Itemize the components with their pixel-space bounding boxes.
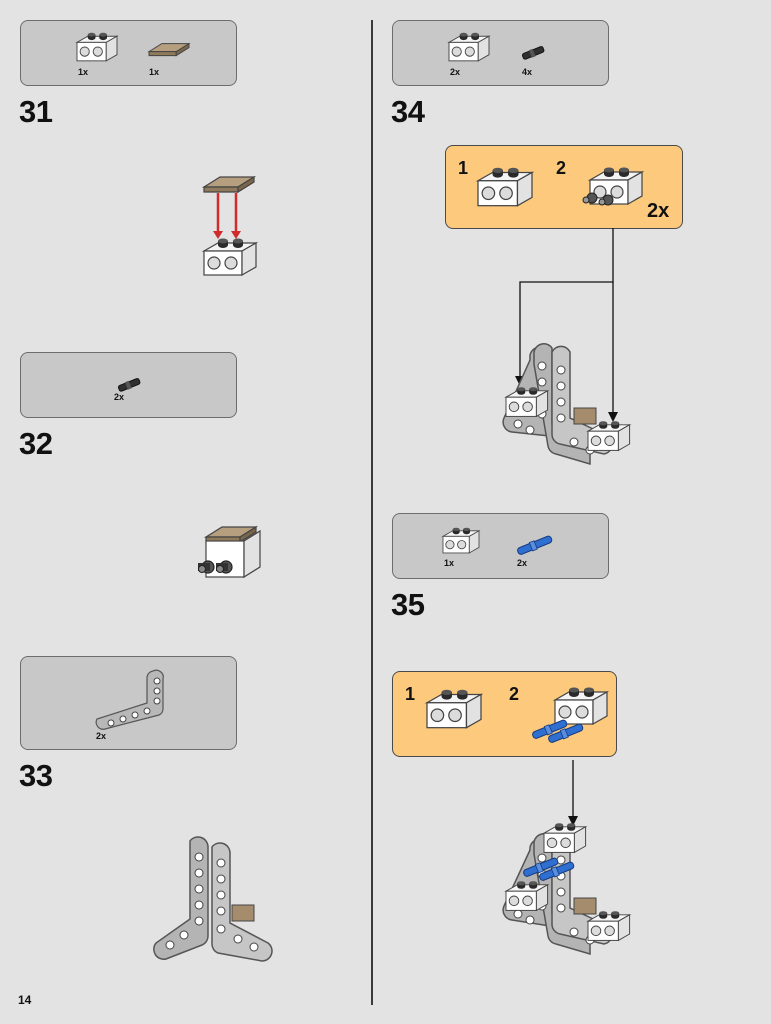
subassembly-multiplier: 2x	[647, 200, 670, 222]
white-brick-1x2-with-holes-icon	[448, 32, 490, 62]
substep-number: 2	[509, 684, 520, 704]
substep-number: 1	[458, 158, 469, 178]
step-32-assembly-illustration	[198, 526, 261, 579]
subassembly-step-35: 1 2	[392, 671, 617, 757]
white-brick-1x2-with-holes-icon	[477, 167, 533, 207]
parts-list-step-31: 1x 1x	[20, 20, 237, 86]
part-qty: 4x	[522, 67, 533, 77]
white-brick-1x2-with-holes-icon	[426, 689, 482, 729]
step-number: 34	[391, 94, 425, 129]
subassembly-step-34: 1 2 2x	[445, 145, 683, 229]
step-31-assembly-illustration	[203, 176, 257, 276]
part-qty: 1x	[78, 67, 89, 77]
black-friction-pin-icon	[117, 377, 142, 393]
step-number: 35	[391, 587, 425, 622]
page-number: 14	[18, 993, 32, 1007]
parts-list-step-33: 2x	[20, 656, 237, 750]
part-qty: 2x	[96, 731, 107, 741]
part-qty: 1x	[444, 558, 455, 568]
step-35-assembly-illustration	[502, 760, 631, 956]
black-friction-pin-icon	[521, 45, 546, 61]
tan-tile-1x2-icon	[148, 43, 190, 57]
parts-list-step-34: 2x 4x	[392, 20, 609, 86]
substep-number: 2	[556, 158, 567, 178]
part-qty: 2x	[450, 67, 461, 77]
page-divider	[371, 20, 373, 1005]
white-brick-1x2-with-holes-icon	[76, 32, 118, 62]
parts-list-step-32: 2x	[20, 352, 237, 418]
step-33-assembly-illustration	[153, 836, 273, 962]
parts-list-step-35: 1x 2x	[392, 513, 609, 579]
white-brick-1x2-with-holes-icon	[442, 527, 480, 554]
gray-l-beam-icon	[95, 669, 164, 730]
white-brick-with-black-pins-icon	[582, 166, 643, 206]
part-qty: 2x	[114, 392, 125, 402]
step-number: 31	[19, 94, 53, 129]
step-number: 32	[19, 426, 53, 461]
step-number: 33	[19, 758, 53, 793]
part-qty: 2x	[517, 558, 528, 568]
step-34-assembly-illustration	[502, 228, 631, 466]
substep-number: 1	[405, 684, 416, 704]
part-qty: 1x	[149, 67, 160, 77]
blue-axle-pin-icon	[516, 534, 554, 556]
white-brick-with-blue-pins-icon	[531, 686, 608, 744]
